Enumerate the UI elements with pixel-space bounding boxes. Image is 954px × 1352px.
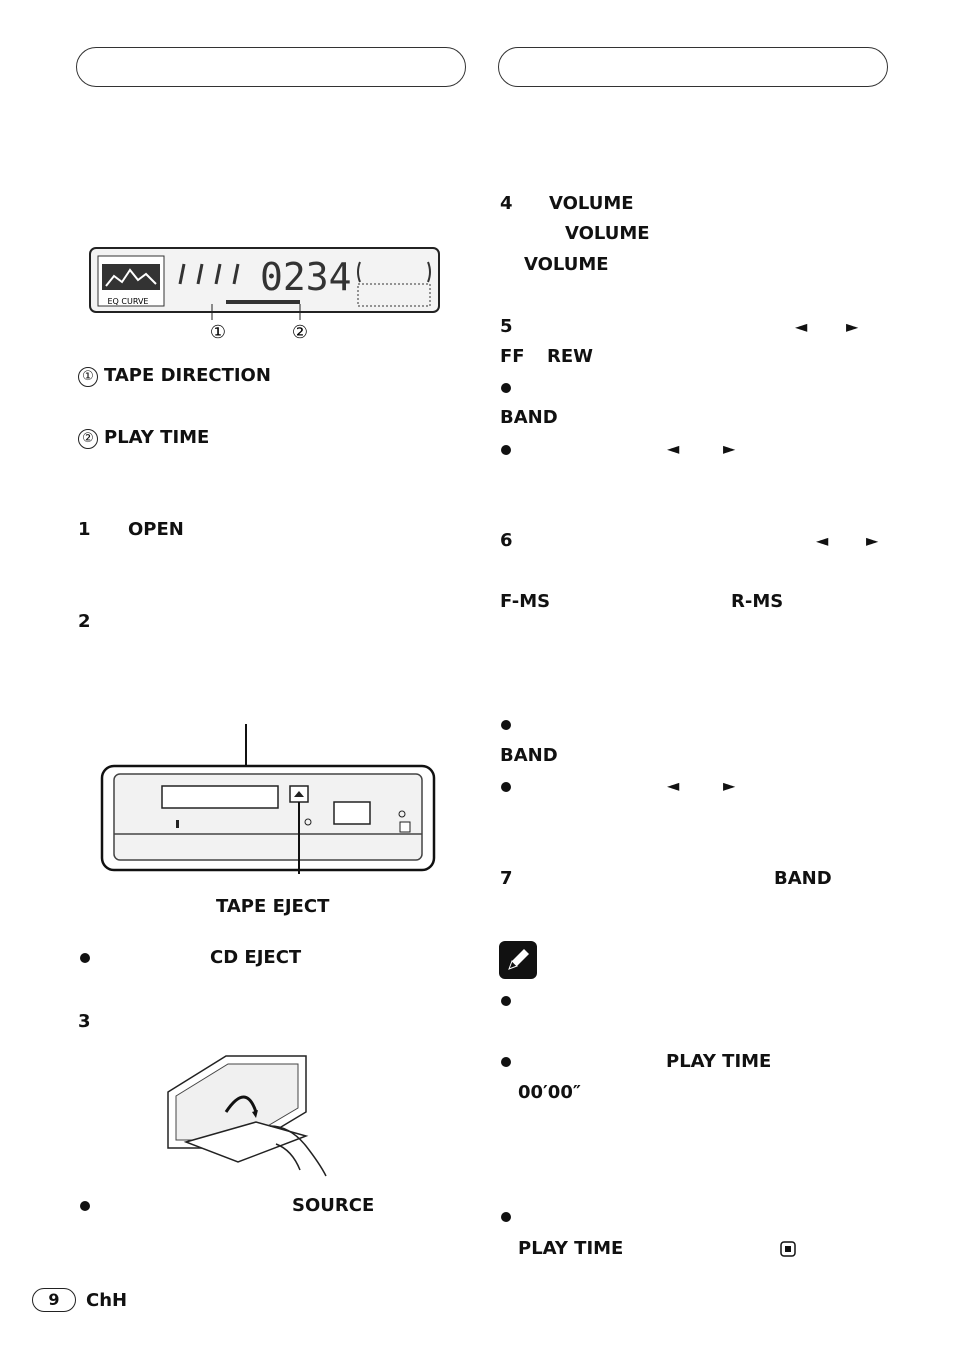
- bullet-dot: [501, 1057, 511, 1067]
- play-time-key: PLAY TIME: [666, 1051, 772, 1072]
- band-key-1: BAND: [500, 407, 558, 428]
- eq-curve-label: EQ CURVE: [108, 297, 149, 306]
- bullet-dot: [501, 996, 511, 1006]
- step7-band-key: BAND: [774, 868, 832, 889]
- item-play-time: ② PLAY TIME: [78, 427, 209, 449]
- step6-number: 6: [500, 530, 513, 551]
- bullet-dot: [501, 445, 511, 455]
- source-key: SOURCE: [292, 1195, 375, 1216]
- left-arrow-icon: ◄: [667, 439, 680, 458]
- left-arrow-icon: ◄: [795, 317, 808, 336]
- right-header-pill: [498, 47, 888, 87]
- step4-volume-1: VOLUME: [549, 193, 634, 214]
- bullet-dot: [501, 782, 511, 792]
- step4-number: 4: [500, 193, 513, 214]
- step3-number: 3: [78, 1011, 91, 1032]
- item2-number: ②: [78, 429, 98, 449]
- time-reset-value: 00′00″: [518, 1082, 581, 1103]
- right-arrow-icon: ►: [866, 531, 879, 550]
- cd-eject-key: CD EJECT: [210, 947, 302, 968]
- step1-number: 1: [78, 519, 91, 540]
- note-pencil-icon: [499, 941, 537, 979]
- tape-eject-label: TAPE EJECT: [216, 896, 330, 917]
- language-code: ChH: [86, 1290, 128, 1311]
- item-tape-direction: ① TAPE DIRECTION: [78, 365, 271, 387]
- lcd-digits: 0234: [260, 255, 352, 299]
- left-header-pill: [76, 47, 466, 87]
- bullet-dot: [80, 953, 90, 963]
- lcd-display-illustration: EQ CURVE 0234 ① ②: [89, 247, 440, 343]
- right-arrow-icon: ►: [723, 776, 736, 795]
- page-number-badge: 9: [32, 1288, 76, 1312]
- stop-button-icon: [780, 1241, 796, 1257]
- play-time-key-2: PLAY TIME: [518, 1238, 624, 1259]
- bullet-dot: [501, 720, 511, 730]
- f-ms-label: F-MS: [500, 591, 551, 612]
- right-arrow-icon: ►: [846, 317, 859, 336]
- step4-volume-3: VOLUME: [524, 254, 609, 275]
- bullet-dot: [80, 1201, 90, 1211]
- page-number: 9: [48, 1290, 60, 1309]
- right-arrow-icon: ►: [723, 439, 736, 458]
- item1-number: ①: [78, 367, 98, 387]
- step5-number: 5: [500, 316, 513, 337]
- step7-number: 7: [500, 868, 513, 889]
- bullet-dot: [501, 383, 511, 393]
- r-ms-label: R-MS: [731, 591, 784, 612]
- band-key-2: BAND: [500, 745, 558, 766]
- callout-1: ①: [210, 322, 226, 343]
- item1-label: TAPE DIRECTION: [104, 365, 271, 386]
- left-arrow-icon: ◄: [667, 776, 680, 795]
- bullet-dot: [501, 1212, 511, 1222]
- ff-key: FF: [500, 346, 525, 367]
- rew-key: REW: [547, 346, 594, 367]
- step4-volume-2: VOLUME: [565, 223, 650, 244]
- left-arrow-icon: ◄: [816, 531, 829, 550]
- callout-2: ②: [292, 322, 308, 343]
- step2-number: 2: [78, 611, 91, 632]
- cassette-deck-illustration: [100, 724, 436, 874]
- step1-open-key: OPEN: [128, 519, 184, 540]
- item2-label: PLAY TIME: [104, 427, 210, 448]
- front-panel-illustration: [167, 1055, 327, 1177]
